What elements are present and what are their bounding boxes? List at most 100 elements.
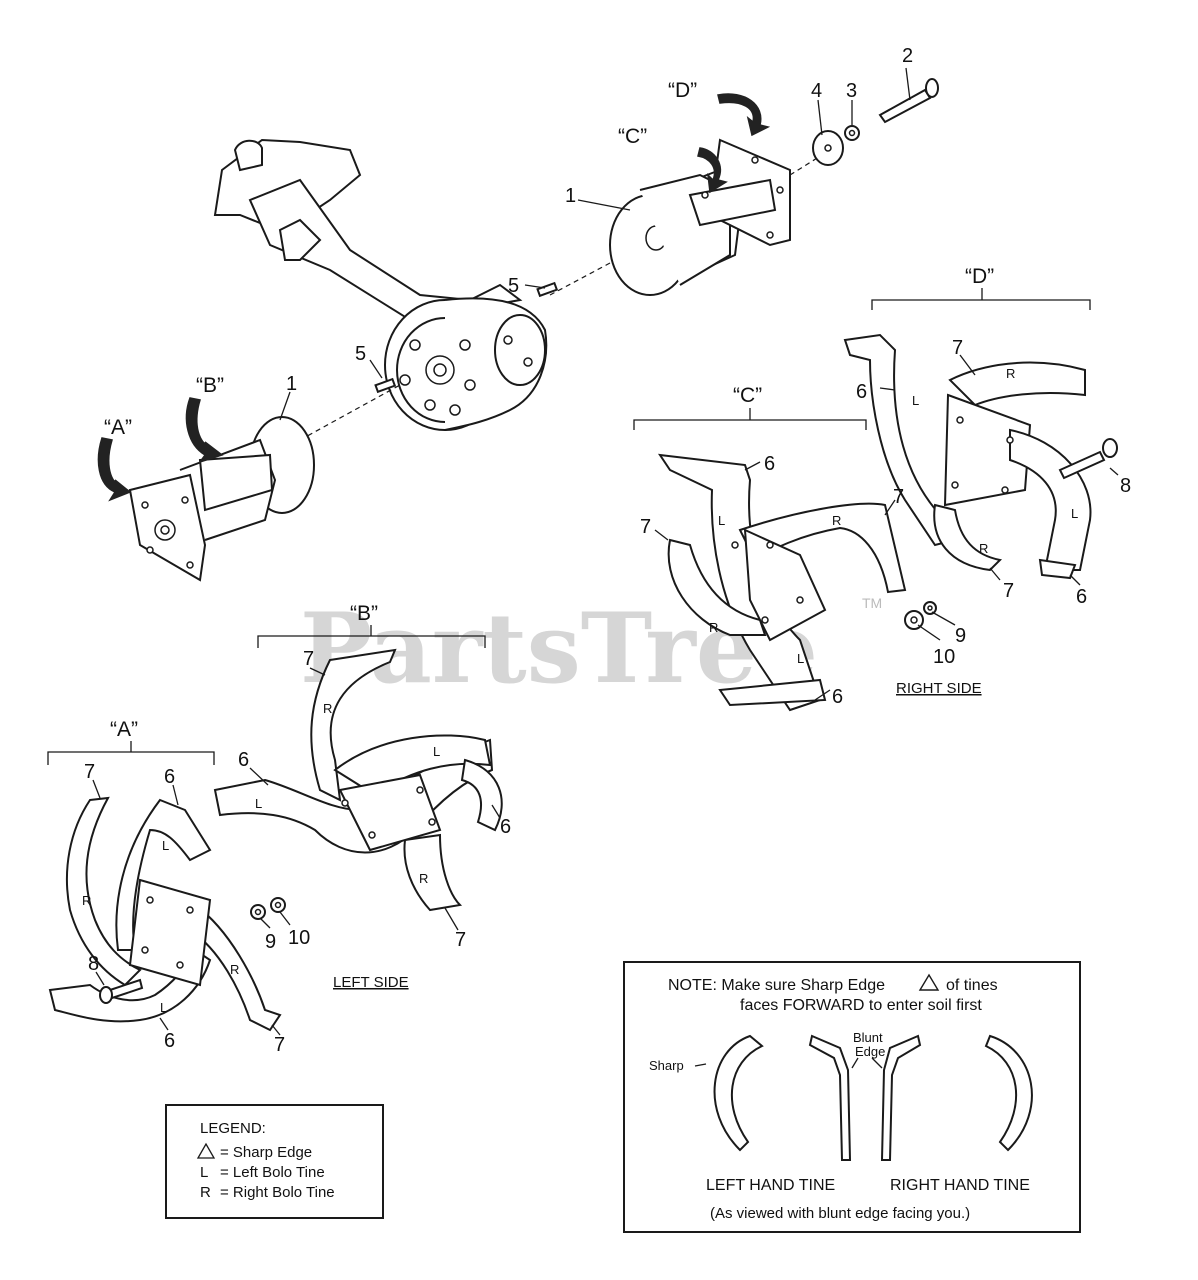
note-box: NOTE: Make sure Sharp Edge of tines face… bbox=[623, 961, 1081, 1233]
arrow-d bbox=[717, 93, 771, 137]
mark-d-l1: L bbox=[912, 393, 919, 408]
callout-7-c-upper: 7 bbox=[893, 486, 904, 508]
bracket-c bbox=[633, 419, 867, 430]
tine-bolt-right[interactable] bbox=[1058, 438, 1118, 480]
hub-bolt[interactable] bbox=[878, 78, 939, 124]
mark-d-r1: R bbox=[1006, 366, 1015, 381]
legend-left-symbol: L bbox=[200, 1164, 208, 1181]
group-label-c: “C” bbox=[733, 384, 762, 407]
bracket-a bbox=[47, 751, 215, 765]
callout-7-b-upper: 7 bbox=[303, 648, 314, 670]
note-line2: faces FORWARD to enter soil first bbox=[740, 997, 982, 1014]
axle-centerline-left bbox=[299, 384, 401, 441]
left-side-label: LEFT SIDE bbox=[333, 974, 409, 991]
callout-5-lower: 5 bbox=[355, 343, 366, 365]
transmission-housing[interactable] bbox=[213, 138, 548, 431]
left-hand-tine-label: LEFT HAND TINE bbox=[706, 1177, 835, 1194]
lock-washer[interactable] bbox=[844, 125, 860, 141]
right-side-label: RIGHT SIDE bbox=[896, 680, 982, 697]
hub-pin-upper[interactable] bbox=[536, 281, 559, 298]
callout-9-right: 9 bbox=[955, 625, 966, 647]
blunt-edge-tine-left bbox=[808, 1034, 852, 1161]
tine-bolt-left[interactable] bbox=[99, 978, 144, 1004]
callout-6-d-lower: 6 bbox=[1076, 586, 1087, 608]
right-hub-assembly[interactable] bbox=[609, 138, 791, 296]
note-line1: NOTE: Make sure Sharp Edge bbox=[668, 977, 885, 994]
legend-left: = Left Bolo Tine bbox=[220, 1164, 325, 1181]
mark-b-l1: L bbox=[255, 796, 262, 811]
left-hub-assembly[interactable] bbox=[128, 416, 315, 582]
group-label-d-top: “D” bbox=[668, 79, 697, 102]
tine-nut-right[interactable] bbox=[904, 610, 924, 630]
callout-7-d-lower: 7 bbox=[1003, 580, 1014, 602]
mark-a-r2: R bbox=[230, 962, 239, 977]
legend-sharp: = Sharp Edge bbox=[220, 1144, 312, 1161]
callout-7-d-upper: 7 bbox=[952, 337, 963, 359]
bracket-d bbox=[871, 299, 1091, 310]
callout-6-b-right: 6 bbox=[500, 816, 511, 838]
tine-assembly-b[interactable] bbox=[213, 648, 503, 912]
note-sharp-triangle-icon bbox=[918, 973, 940, 991]
callout-7-b-lower: 7 bbox=[455, 929, 466, 951]
group-label-a-top: “A” bbox=[104, 416, 132, 439]
viewed-note: (As viewed with blunt edge facing you.) bbox=[710, 1205, 970, 1222]
callout-5-upper: 5 bbox=[508, 275, 519, 297]
callout-6-a-upper: 6 bbox=[164, 766, 175, 788]
mark-c-r2: R bbox=[709, 620, 718, 635]
sharp-edge-triangle-icon bbox=[196, 1142, 216, 1159]
callout-7-a-upper: 7 bbox=[84, 761, 95, 783]
callout-1-left: 1 bbox=[286, 373, 297, 395]
right-hand-tine-drawing bbox=[984, 1034, 1033, 1152]
callout-6-a-lower: 6 bbox=[164, 1030, 175, 1052]
legend-right-symbol: R bbox=[200, 1184, 211, 1201]
sharp-label: Sharp bbox=[649, 1058, 684, 1073]
blunt-label-2: Edge bbox=[855, 1044, 885, 1059]
watermark-tm: TM bbox=[862, 595, 882, 611]
legend-title: LEGEND: bbox=[200, 1120, 266, 1137]
mark-d-r2: R bbox=[979, 541, 988, 556]
callout-6-b-left: 6 bbox=[238, 749, 249, 771]
left-hand-tine-drawing bbox=[713, 1034, 764, 1152]
callout-8-left: 8 bbox=[88, 953, 99, 975]
legend-right: = Right Bolo Tine bbox=[220, 1184, 335, 1201]
callout-6-d-upper: 6 bbox=[856, 381, 867, 403]
tine-assembly-c[interactable] bbox=[657, 453, 907, 712]
callout-8-right: 8 bbox=[1120, 475, 1131, 497]
washer[interactable] bbox=[812, 130, 844, 166]
tine-nut-left[interactable] bbox=[250, 904, 266, 920]
mark-c-l2: L bbox=[797, 651, 804, 666]
mark-a-l2: L bbox=[160, 1000, 167, 1015]
callout-6-c-upper: 6 bbox=[764, 453, 775, 475]
hub-pin-lower[interactable] bbox=[374, 377, 397, 394]
group-label-b-top: “B” bbox=[196, 374, 224, 397]
callout-7-a-lower: 7 bbox=[274, 1034, 285, 1056]
tine-assembly-a[interactable] bbox=[48, 796, 282, 1032]
group-label-b: “B” bbox=[350, 602, 378, 625]
callout-9-left: 9 bbox=[265, 931, 276, 953]
leader-lines bbox=[92, 67, 1119, 1036]
mark-c-l1: L bbox=[718, 513, 725, 528]
tine-lockwasher-left[interactable] bbox=[270, 897, 286, 913]
mark-a-l1: L bbox=[162, 838, 169, 853]
callout-10-right: 10 bbox=[933, 646, 955, 668]
blunt-edge-tine-right bbox=[880, 1034, 922, 1161]
mark-b-r1: R bbox=[323, 701, 332, 716]
arrow-b bbox=[185, 397, 224, 464]
right-hand-tine-label: RIGHT HAND TINE bbox=[890, 1177, 1030, 1194]
note-line1-end: of tines bbox=[946, 977, 998, 994]
tine-lockwasher-right[interactable] bbox=[923, 601, 937, 615]
arrow-c bbox=[697, 147, 728, 194]
callout-3: 3 bbox=[846, 80, 857, 102]
group-label-d: “D” bbox=[965, 265, 994, 288]
callout-10-left: 10 bbox=[288, 927, 310, 949]
legend-box: LEGEND: = Sharp Edge L = Left Bolo Tine … bbox=[165, 1104, 384, 1219]
mark-b-l2: L bbox=[433, 744, 440, 759]
mark-b-r2: R bbox=[419, 871, 428, 886]
callout-6-c-lower: 6 bbox=[832, 686, 843, 708]
group-label-c-top: “C” bbox=[618, 125, 647, 148]
arrow-a bbox=[97, 437, 132, 502]
group-label-a: “A” bbox=[110, 718, 138, 741]
mark-a-r1: R bbox=[82, 893, 91, 908]
callout-4: 4 bbox=[811, 80, 822, 102]
